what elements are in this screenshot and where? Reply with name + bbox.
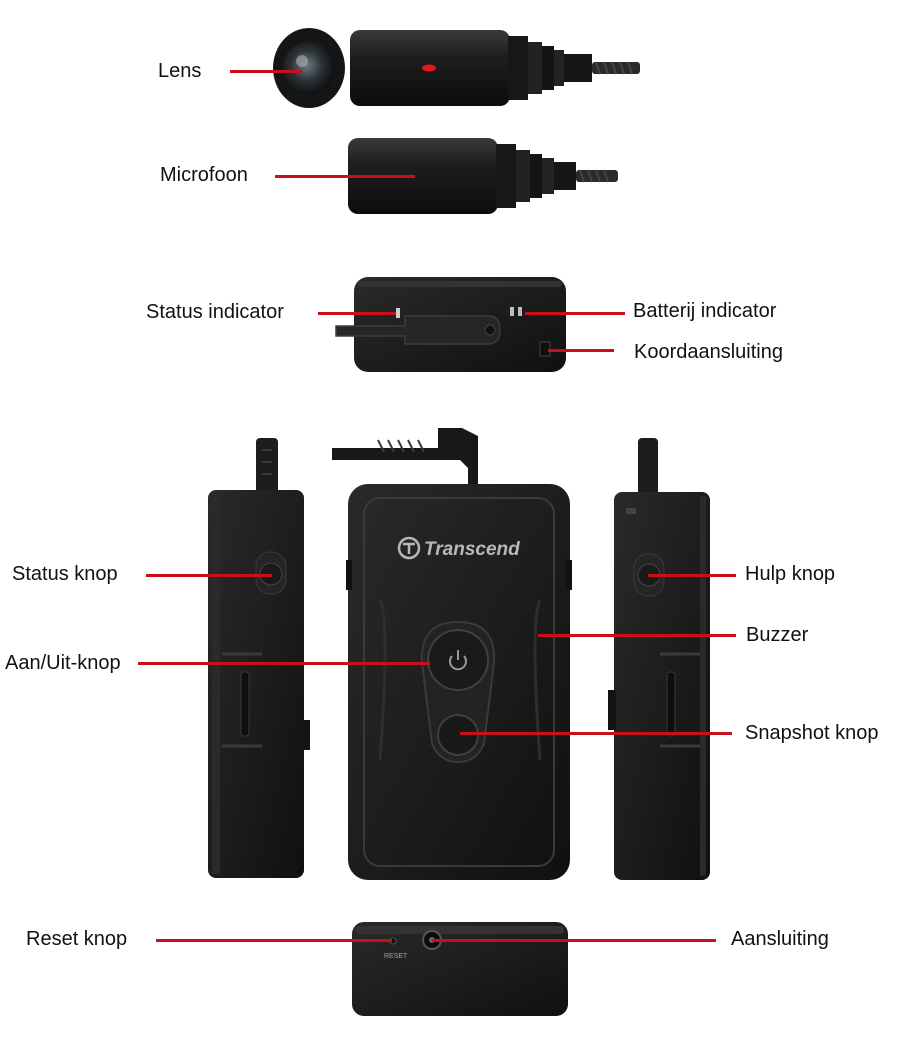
leader-status-indicator [318, 312, 396, 315]
transcend-logo-icon [397, 536, 421, 560]
label-microphone: Microfoon [160, 164, 248, 186]
leader-buzzer [538, 634, 736, 637]
label-power-button: Aan/Uit-knop [5, 652, 121, 674]
lens-glass [283, 42, 335, 94]
label-reset-button: Reset knop [26, 928, 128, 950]
leader-help-button [648, 574, 736, 577]
label-help-button: Hulp knop [745, 563, 836, 585]
brand-text: Transcend [424, 539, 520, 560]
microphone-unit [348, 138, 618, 214]
leader-power-button [138, 662, 430, 665]
body-front-view: Transcend [332, 428, 572, 880]
body-top-view [335, 277, 566, 372]
label-buzzer: Buzzer [746, 624, 809, 646]
battery-led-1 [510, 307, 514, 316]
label-status-indicator: Status indicator [146, 301, 284, 323]
leader-microphone [275, 175, 415, 178]
camera-led [422, 64, 436, 72]
label-lens: Lens [158, 60, 202, 82]
leader-lens [230, 70, 302, 73]
snapshot-button-hw [437, 714, 479, 756]
battery-led-2 [518, 307, 522, 316]
leader-connector [432, 939, 716, 942]
lens-camera-unit [273, 28, 640, 108]
leader-status-button [146, 574, 272, 577]
body-left-side-view [208, 438, 310, 878]
leader-reset-button [156, 939, 392, 942]
label-connector: Aansluiting [731, 928, 829, 950]
leader-cord-connection [548, 349, 614, 352]
label-snapshot-button: Snapshot knop [745, 722, 879, 744]
body-bottom-view: RESET [352, 922, 568, 1016]
label-status-button: Status knop [12, 563, 118, 585]
label-cord-connection: Koordaansluiting [634, 341, 783, 363]
status-led [396, 308, 400, 318]
label-battery-indicator: Batterij indicator [633, 300, 777, 322]
power-icon [449, 650, 467, 671]
body-right-side-view [608, 438, 710, 880]
reset-print: RESET [384, 953, 408, 960]
leader-battery-indicator [525, 312, 625, 315]
leader-snapshot-button [460, 732, 732, 735]
